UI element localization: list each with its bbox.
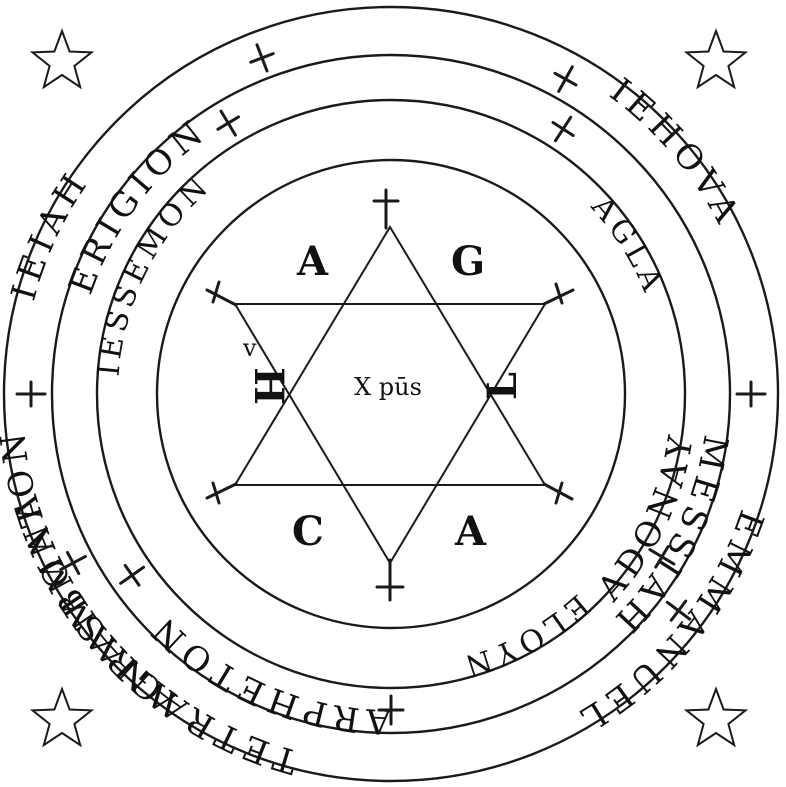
cross-icon	[735, 380, 767, 408]
letter-bottom-left: C	[292, 508, 324, 555]
middle-ring-inner-border	[95, 98, 687, 690]
five-point-star-icon	[29, 686, 95, 748]
inner-ring-inner-border	[155, 158, 627, 630]
hexagram-up-triangle	[233, 225, 547, 486]
hexagram-cross-upper-left	[205, 280, 238, 307]
cross-icon	[59, 550, 87, 576]
letter-top-left: A	[296, 238, 329, 285]
letter-top-right: G	[451, 238, 485, 285]
cross-icon	[553, 65, 578, 93]
ring-crosses	[15, 43, 767, 726]
outer-ring-tetragrammaton: TETRAGRAMMATON	[0, 425, 302, 781]
outer-ring-border	[2, 5, 780, 783]
cross-icon	[377, 694, 405, 726]
letter-left: H	[245, 367, 292, 405]
cross-icon	[216, 109, 240, 137]
outer-ring-inner-border	[50, 53, 732, 735]
five-point-star-icon	[683, 686, 749, 748]
inner-ring-eloyn: ELOYN	[456, 587, 595, 685]
letter-right: L	[479, 372, 526, 400]
corner-stars	[29, 28, 749, 748]
cross-icon	[551, 115, 575, 143]
hexagram-cross-upper-right	[542, 282, 575, 306]
cross-icon	[648, 545, 676, 569]
hexagram-cross-bottom	[375, 558, 405, 602]
cross-icon	[119, 563, 146, 587]
hexagram-down-triangle	[233, 303, 547, 565]
letter-bottom-right: A	[454, 508, 487, 555]
five-point-star-icon	[29, 28, 95, 90]
center-text: X pūs	[354, 373, 422, 401]
cross-icon	[15, 380, 47, 408]
cross-icon	[665, 599, 692, 622]
hexagram-cross-lower-right	[542, 481, 574, 505]
letter-left-mark: v	[242, 334, 257, 362]
hexagram-cross-lower-left	[205, 481, 238, 505]
cross-icon	[249, 43, 275, 73]
hexagram-cross-top	[372, 188, 400, 230]
five-point-star-icon	[683, 28, 749, 90]
